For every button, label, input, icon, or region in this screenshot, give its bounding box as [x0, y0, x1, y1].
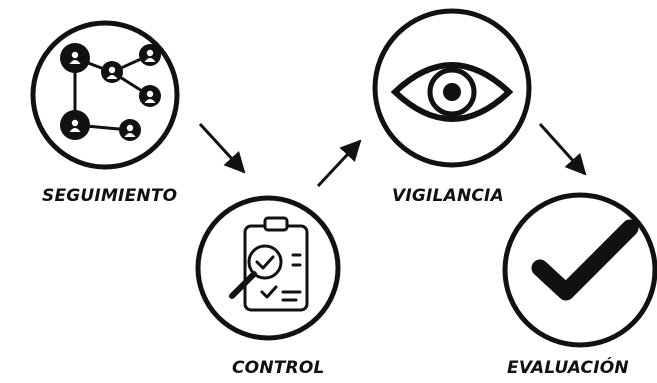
seguimiento-node	[30, 20, 180, 170]
label-control: CONTROL	[232, 358, 325, 378]
checkmark-icon	[531, 219, 639, 301]
arrow-vigilancia-to-evaluacion	[538, 122, 587, 176]
arrow-control-to-vigilancia	[316, 139, 362, 188]
clipboard-magnifier-icon	[229, 216, 309, 312]
control-node	[195, 195, 341, 341]
eye-icon	[390, 62, 514, 122]
label-vigilancia: VIGILANCIA	[392, 186, 504, 206]
vigilancia-node	[372, 8, 532, 168]
label-seguimiento: SEGUIMIENTO	[42, 186, 178, 206]
label-evaluacion: EVALUACIÓN	[507, 358, 629, 378]
evaluacion-node	[502, 192, 657, 348]
arrow-seguimiento-to-control	[198, 122, 246, 174]
